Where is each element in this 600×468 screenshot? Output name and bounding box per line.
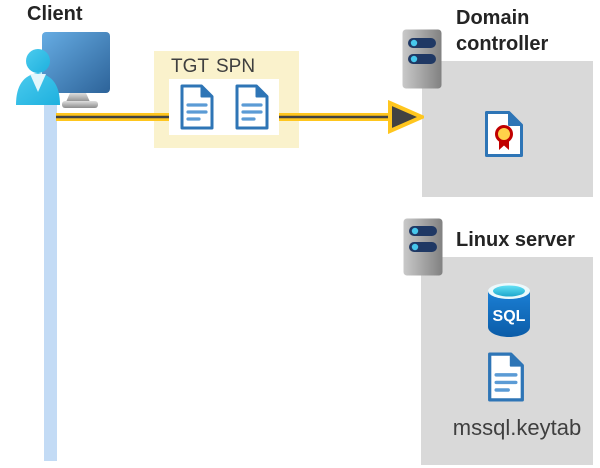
- document-icon: [235, 84, 268, 130]
- tgt-label: TGT: [171, 56, 209, 77]
- arrowhead-icon: [388, 100, 424, 134]
- client-lifeline: [44, 95, 57, 461]
- client-computer-user-icon: [16, 32, 110, 108]
- sql-database-icon: SQL: [488, 283, 530, 337]
- document-icon: [180, 84, 213, 130]
- linux-server-title: Linux server: [456, 229, 575, 251]
- spn-document: [224, 79, 279, 135]
- keytab-document-icon: [488, 352, 524, 402]
- certificate-icon: [485, 111, 523, 157]
- spn-label: SPN: [216, 56, 256, 77]
- client-title: Client: [27, 3, 83, 25]
- sql-label: SQL: [493, 308, 526, 325]
- server-icon: [403, 218, 443, 276]
- keytab-filename: mssql.keytab: [452, 415, 582, 440]
- user-icon: [16, 49, 60, 105]
- domain-controller-title: Domain controller: [456, 7, 549, 55]
- server-icon: [402, 29, 442, 89]
- tgt-document: [169, 79, 224, 135]
- seal-icon: [495, 125, 513, 143]
- monitor-icon: [42, 32, 110, 108]
